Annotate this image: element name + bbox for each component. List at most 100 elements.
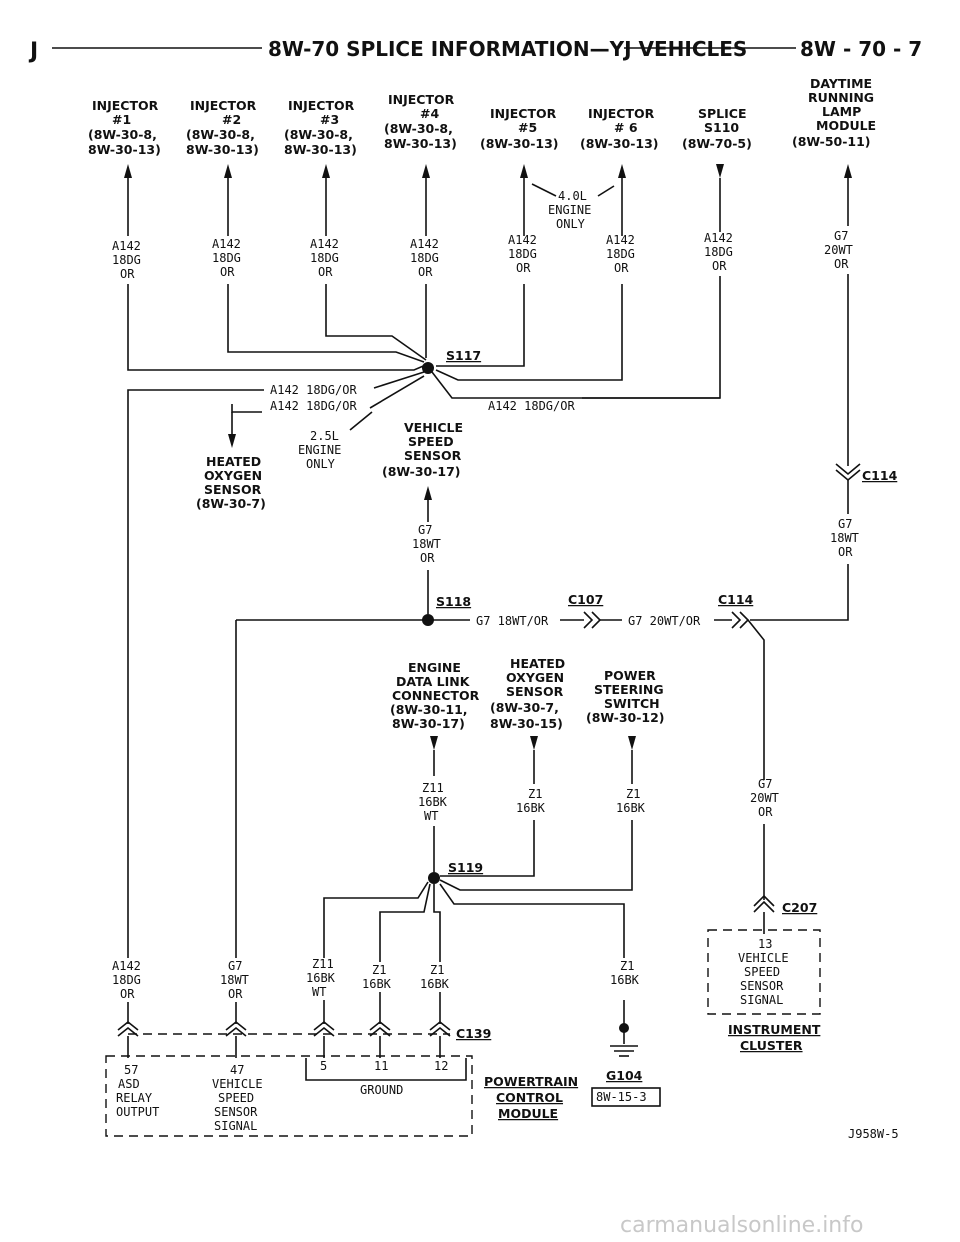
splice-s117-dot — [422, 362, 434, 374]
injector-5: INJECTOR #5 (8W-30-13) — [480, 106, 559, 151]
wire-label: A142 18DG/OR — [270, 399, 357, 413]
component-ref: (8W-50-11) — [792, 134, 871, 149]
svg-text:11: 11 — [374, 1059, 388, 1073]
wire-gauge: 16BK — [516, 801, 546, 815]
svg-text:ONLY: ONLY — [556, 217, 586, 231]
component-ref: 8W-30-13) — [186, 142, 259, 157]
svg-text:5: 5 — [320, 1059, 327, 1073]
connector-c207-label: C207 — [782, 900, 817, 915]
bottom-wire-labels: A142 18DG OR G7 18WT OR Z11 16BK WT Z1 1… — [112, 957, 640, 1001]
wire-gauge: 16BK — [616, 801, 646, 815]
note-2-5l-engine-only: 2.5L ENGINE ONLY — [298, 411, 373, 471]
arrow-up-icon — [844, 164, 852, 178]
wire-circuit: A142 — [310, 237, 339, 251]
wire-circuit: A142 — [112, 239, 141, 253]
wire-color: OR — [420, 551, 435, 565]
wire-circuit: Z1 — [528, 787, 542, 801]
svg-text:4.0L: 4.0L — [558, 189, 587, 203]
svg-text:POWERTRAIN: POWERTRAIN — [484, 1074, 578, 1089]
svg-text:CONTROL: CONTROL — [496, 1090, 563, 1105]
connector-c107-label: C107 — [568, 592, 603, 607]
wire-gauge: 18DG — [112, 253, 141, 267]
svg-text:SIGNAL: SIGNAL — [740, 993, 783, 1007]
wire-color: OR — [228, 987, 243, 1001]
wire-circuit: A142 — [606, 233, 635, 247]
arrow-up-icon — [422, 164, 430, 178]
splice-s110: SPLICE S110 (8W-70-5) — [682, 106, 752, 151]
svg-text:SENSOR: SENSOR — [214, 1105, 258, 1119]
wire-label: G7 18WT/OR — [476, 614, 549, 628]
powertrain-control-module: 57 ASD RELAY OUTPUT 47 VEHICLE SPEED SEN… — [105, 1055, 578, 1137]
svg-text:SENSOR: SENSOR — [404, 448, 462, 463]
injector-2: INJECTOR #2 (8W-30-8, 8W-30-13) — [186, 98, 259, 157]
ground-g104: G104 8W-15-3 — [591, 1000, 661, 1107]
svg-text:SIGNAL: SIGNAL — [214, 1119, 257, 1133]
connector-c139-label: C139 — [456, 1026, 491, 1041]
wire-circuit: A142 — [508, 233, 537, 247]
wire-gauge: 18DG — [112, 973, 141, 987]
svg-text:POWER: POWER — [604, 668, 656, 683]
svg-text:SENSOR: SENSOR — [506, 684, 564, 699]
wire-circuit: A142 — [704, 231, 733, 245]
a142-outgoing: A142 18DG/OR A142 18DG/OR A142 18DG/OR — [127, 371, 720, 413]
component-ref: (8W-70-5) — [682, 136, 752, 151]
wire-circuit: A142 — [212, 237, 241, 251]
c139-connector: C139 — [117, 1020, 491, 1058]
right-g7-wire: C114 G7 18WT OR — [750, 274, 898, 621]
ground-ref-box: 8W-15-3 — [596, 1090, 647, 1104]
top-wire-labels: A142 18DG OR A142 18DG OR A142 18DG OR A… — [112, 229, 853, 281]
svg-text:(8W-30-11,: (8W-30-11, — [390, 702, 468, 717]
heated-oxygen-sensor-upper: HEATED OXYGEN SENSOR (8W-30-7) — [196, 412, 266, 511]
wire-color: OR — [418, 265, 433, 279]
svg-text:SENSOR: SENSOR — [204, 482, 262, 497]
wire-gauge: 18WT — [830, 531, 859, 545]
watermark: carmanualsonline.info — [620, 1213, 863, 1238]
splice-s119-label: S119 — [448, 860, 483, 875]
lower-wire-labels: Z11 16BK WT Z1 16BK Z1 16BK G7 20WT OR — [418, 777, 779, 823]
wire-circuit: Z1 — [626, 787, 640, 801]
svg-text:8W-30-15): 8W-30-15) — [490, 716, 563, 731]
svg-text:(8W-30-7,: (8W-30-7, — [490, 700, 559, 715]
splice-s118-label: S118 — [436, 594, 471, 609]
arrow-down-icon — [530, 736, 538, 750]
svg-text:RELAY: RELAY — [116, 1091, 153, 1105]
engine-data-link-connector: ENGINE DATA LINK CONNECTOR (8W-30-11, 8W… — [390, 660, 480, 776]
figure-id: J958W-5 — [848, 1127, 899, 1141]
heated-oxygen-sensor-lower: HEATED OXYGEN SENSOR (8W-30-7, 8W-30-15) — [490, 656, 565, 784]
splice-s119-dot — [428, 872, 440, 884]
wire-circuit: G7 — [228, 959, 242, 973]
wire-gauge: 18WT — [412, 537, 441, 551]
svg-text:SPEED: SPEED — [218, 1091, 254, 1105]
wire-gauge: 16BK — [610, 973, 640, 987]
svg-text:VEHICLE: VEHICLE — [738, 951, 789, 965]
wire-gauge: 16BK — [362, 977, 392, 991]
component-num: #4 — [420, 106, 439, 121]
wire-color: OR — [120, 267, 135, 281]
arrow-down-icon — [628, 736, 636, 750]
svg-text:ENGINE: ENGINE — [408, 660, 461, 675]
page-header: J 8W-70 SPLICE INFORMATION—YJ VEHICLES 8… — [28, 37, 922, 64]
component-name: INJECTOR — [388, 92, 455, 107]
lower-components: ENGINE DATA LINK CONNECTOR (8W-30-11, 8W… — [390, 656, 665, 784]
svg-text:OUTPUT: OUTPUT — [116, 1105, 159, 1119]
component-name: MODULE — [816, 118, 876, 133]
component-ref: (8W-30-8, — [384, 121, 453, 136]
component-num: #1 — [112, 112, 131, 127]
component-name: DAYTIME — [810, 76, 872, 91]
page-title: 8W-70 SPLICE INFORMATION—YJ VEHICLES — [268, 37, 747, 61]
wire-circuit: G7 — [758, 777, 772, 791]
wire-gauge: 18WT — [220, 973, 249, 987]
svg-text:OXYGEN: OXYGEN — [506, 670, 564, 685]
wire-circuit: Z1 — [620, 959, 634, 973]
wire-color: OR — [120, 987, 135, 1001]
wire-circuit: Z11 — [312, 957, 334, 971]
wire-color: OR — [838, 545, 853, 559]
svg-text:(8W-30-7): (8W-30-7) — [196, 496, 266, 511]
wire-label: G7 20WT/OR — [628, 614, 701, 628]
component-num: S110 — [704, 120, 739, 135]
svg-text:SWITCH: SWITCH — [604, 696, 660, 711]
component-name: INJECTOR — [92, 98, 159, 113]
wire-gauge: 18DG — [704, 245, 733, 259]
injector-3: INJECTOR #3 (8W-30-8, 8W-30-13) — [284, 98, 357, 157]
